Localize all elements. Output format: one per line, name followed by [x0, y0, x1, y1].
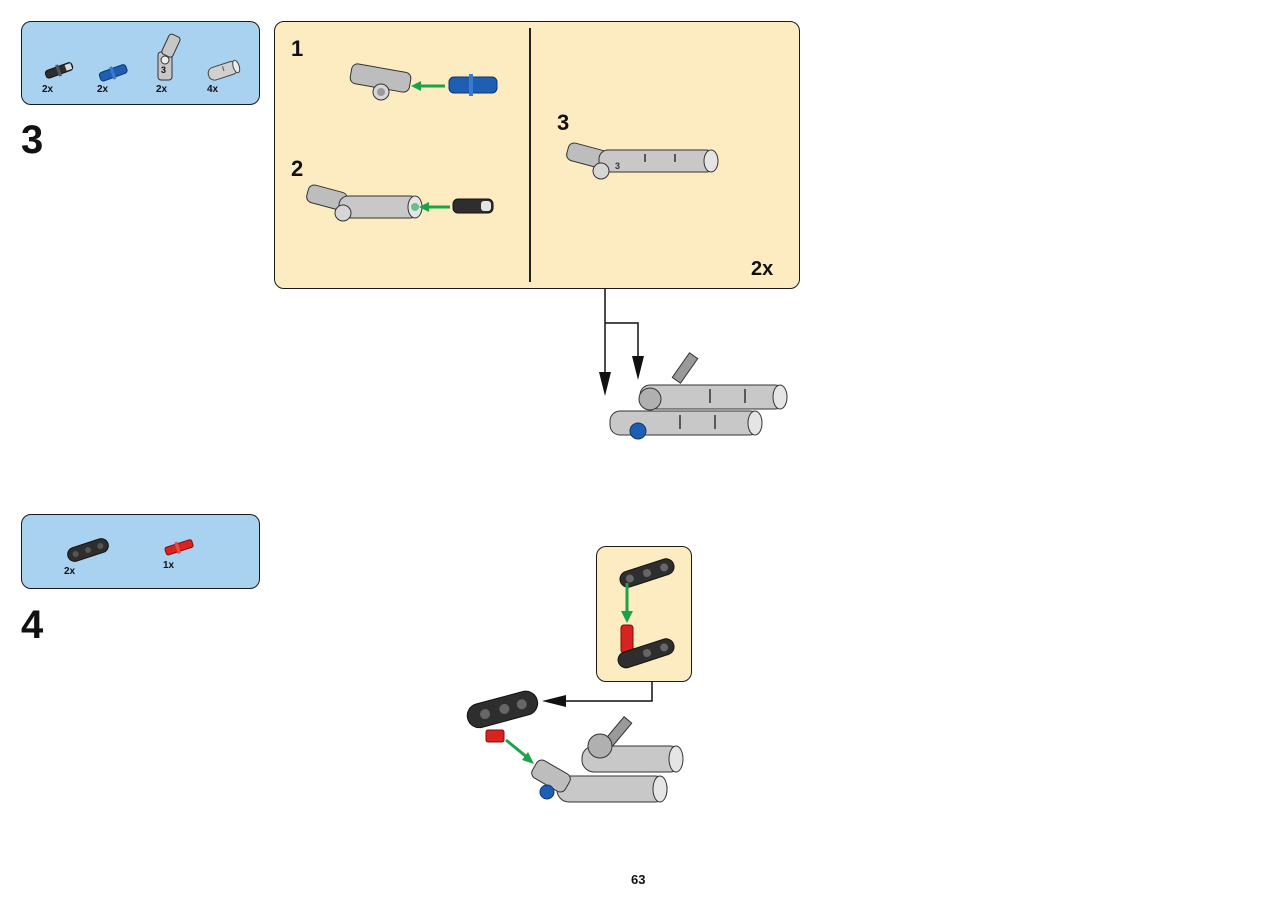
part-qty: 2x — [156, 84, 168, 95]
black-friction-pin-icon — [44, 62, 74, 79]
blue-pin-icon — [98, 64, 128, 82]
connector-number-label: 3 — [615, 161, 620, 171]
gray-tube-connector-icon — [207, 59, 241, 81]
substep-number: 2 — [291, 156, 304, 181]
substep-number: 3 — [557, 110, 570, 135]
step4-assembly-illustration — [466, 690, 684, 803]
part-qty: 2x — [42, 84, 54, 95]
part-qty: 1x — [163, 560, 175, 571]
assembly-multiplier: 2x — [751, 258, 774, 280]
step-number: 4 — [21, 603, 44, 647]
step4-parts-box: 2x 1x — [21, 514, 260, 589]
part-qty: 2x — [97, 84, 109, 95]
step3-parts-box: 2x 2x 3 2x 4x — [21, 21, 260, 105]
black-liftarm-icon — [67, 538, 109, 562]
part-qty: 4x — [207, 84, 219, 95]
angle-connector-label: 3 — [161, 65, 167, 75]
panel-divider — [529, 28, 531, 282]
step3-assembly-illustration — [609, 352, 788, 440]
angle-connector-3-icon — [157, 33, 181, 81]
step-number: 3 — [21, 118, 44, 162]
subassembly-panel: 1 2 3 2x 3 — [274, 21, 800, 289]
substep3-illustration: 3 — [566, 142, 719, 180]
part-qty: 2x — [64, 566, 76, 577]
substep1-illustration — [349, 63, 498, 101]
red-axle-pin-icon — [164, 539, 194, 556]
liftarm-pin-illustration — [617, 558, 675, 669]
step4-callout-panel — [596, 546, 692, 682]
page-number: 63 — [631, 872, 646, 887]
substep-number: 1 — [291, 36, 304, 61]
substep2-illustration — [306, 184, 494, 222]
